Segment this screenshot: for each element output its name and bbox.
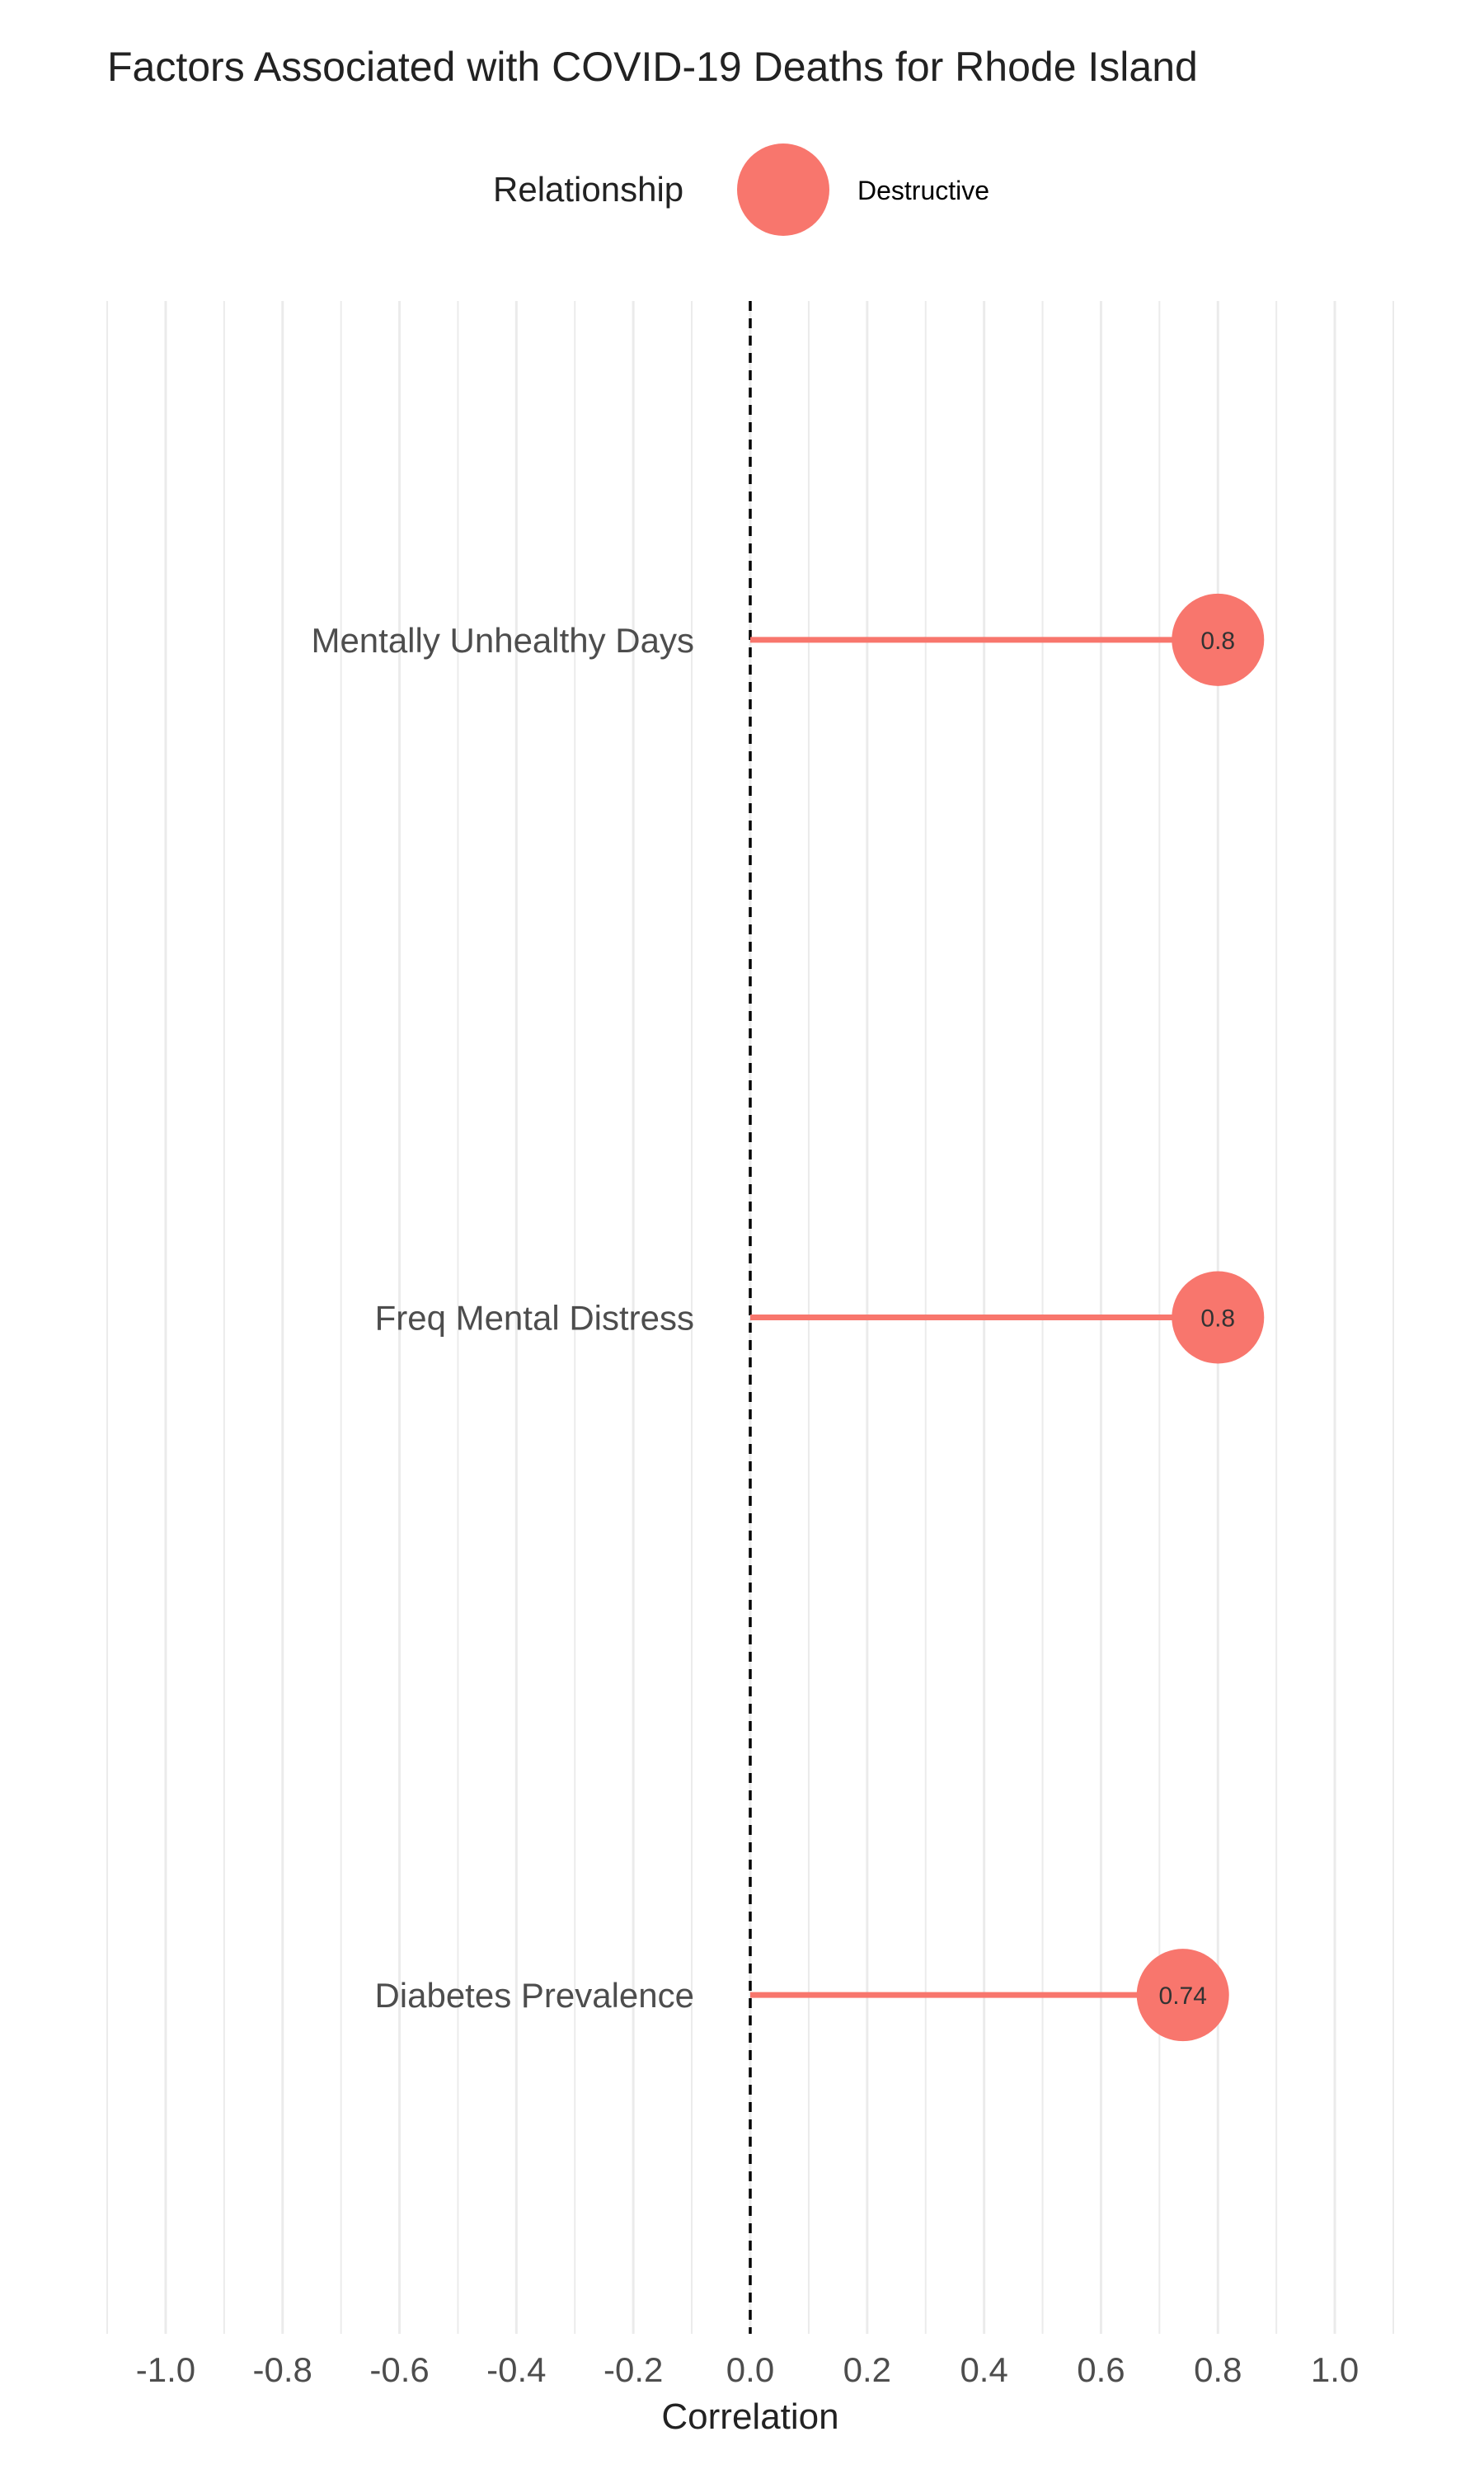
lollipop-point xyxy=(1172,593,1265,686)
legend-label-destructive: Destructive xyxy=(857,176,989,205)
value-label: 0.74 xyxy=(1159,1982,1207,2010)
x-tick-label: 0.6 xyxy=(1077,2350,1125,2389)
category-label: Diabetes Prevalence xyxy=(374,1976,694,2015)
x-tick-label: 0.8 xyxy=(1194,2350,1242,2389)
x-axis-title: Correlation xyxy=(661,2396,838,2437)
value-label: 0.8 xyxy=(1200,1305,1235,1333)
lollipop-point xyxy=(1136,1949,1229,2042)
legend-key-destructive xyxy=(737,143,829,236)
x-tick-label: -0.8 xyxy=(253,2350,312,2389)
category-label: Freq Mental Distress xyxy=(375,1299,694,1338)
x-tick-label: -0.2 xyxy=(603,2350,663,2389)
x-tick-label: 0.4 xyxy=(960,2350,1007,2389)
x-tick-label: 0.2 xyxy=(843,2350,891,2389)
legend-title: Relationship xyxy=(493,170,683,209)
legend: Relationship Destructive xyxy=(493,143,989,236)
x-tick-label: -1.0 xyxy=(136,2350,195,2389)
x-axis-ticks: -1.0 -0.8 -0.6 -0.4 -0.2 0.0 0.2 0.4 0.6 0.8 1.0 xyxy=(136,2350,1360,2389)
chart-title: Factors Associated with COVID-19 Deaths … xyxy=(107,44,1198,90)
x-tick-label: 0.0 xyxy=(726,2350,774,2389)
x-tick-label: -0.6 xyxy=(369,2350,429,2389)
x-tick-label: 1.0 xyxy=(1311,2350,1359,2389)
x-tick-label: -0.4 xyxy=(486,2350,546,2389)
lollipop-point xyxy=(1172,1271,1265,1364)
value-label: 0.8 xyxy=(1200,628,1235,655)
category-label: Mentally Unhealthy Days xyxy=(311,621,694,660)
